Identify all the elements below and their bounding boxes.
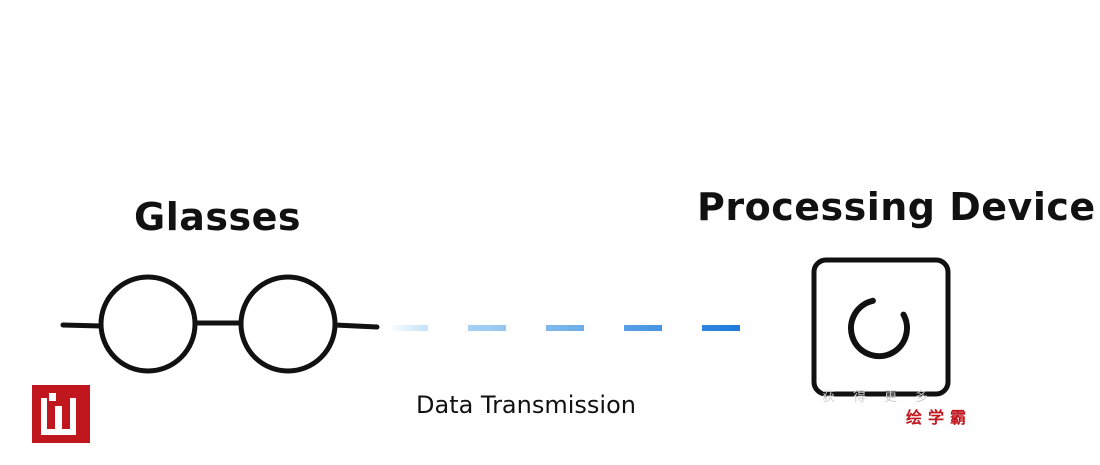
watermark-faint-text: 获得更多	[822, 390, 947, 405]
glasses-label: Glasses	[134, 195, 301, 239]
data-transmission-label: Data Transmission	[416, 391, 636, 419]
processing-device-icon	[811, 257, 951, 397]
w-logo-icon	[32, 385, 90, 443]
glasses-icon	[60, 274, 380, 374]
glasses-right-lens	[238, 274, 338, 374]
processing-device-label: Processing Device	[697, 185, 1096, 229]
glasses-left-lens	[98, 274, 198, 374]
glasses-right-temple	[332, 322, 380, 330]
device-frame	[811, 257, 951, 397]
loading-spinner-icon	[848, 297, 910, 360]
watermark-brand-text: 绘学霸	[906, 408, 973, 427]
glasses-left-temple	[60, 322, 104, 329]
